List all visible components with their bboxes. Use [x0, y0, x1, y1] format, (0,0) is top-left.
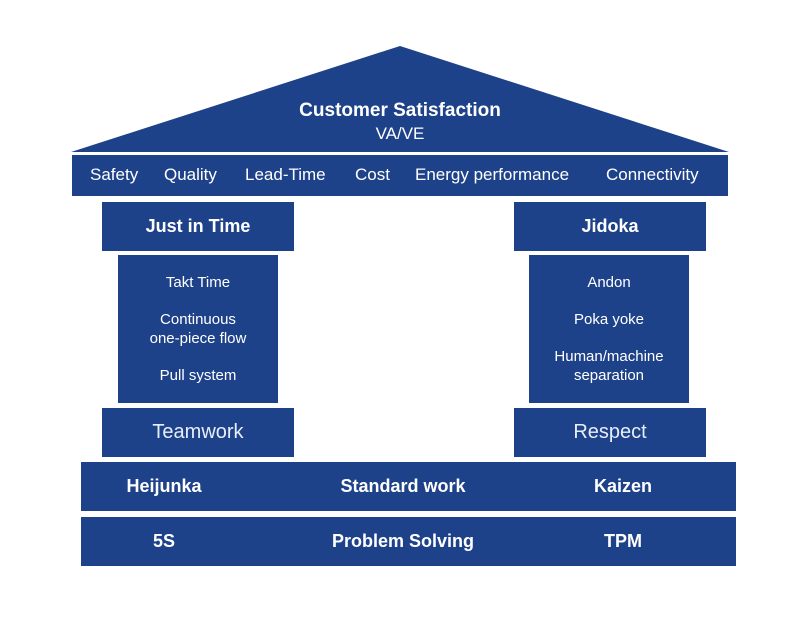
roof-triangle: [71, 46, 729, 152]
goal-connectivity: Connectivity: [606, 165, 699, 184]
pillar-item-continuous-flow: Continuous one-piece flow: [149, 311, 247, 347]
goal-quality: Quality: [164, 165, 217, 184]
pillar-item-andon: Andon: [587, 274, 631, 291]
goal-safety: Safety: [90, 165, 139, 184]
foundation-row-2: 5S Problem Solving TPM: [81, 517, 736, 566]
roof-title: Customer Satisfaction: [299, 100, 501, 121]
foundation-heijunka: Heijunka: [126, 476, 202, 496]
foundation-standard-work: Standard work: [340, 476, 466, 496]
pillar-item-poka-yoke: Poka yoke: [573, 311, 645, 328]
pillar-base-respect: Respect: [514, 408, 706, 457]
pillar-base-teamwork: Teamwork: [102, 408, 294, 457]
pillar-item-takt-time: Takt Time: [165, 274, 231, 291]
foundation-5s: 5S: [152, 531, 176, 551]
foundation-kaizen: Kaizen: [593, 476, 653, 496]
pillar-item-pull-system: Pull system: [159, 367, 237, 384]
pillar-item-human-machine-separation: Human/machine separation: [554, 348, 664, 384]
pillar-body-just-in-time: Takt Time Continuous one-piece flow Pull…: [118, 255, 278, 403]
foundation-tpm: TPM: [604, 531, 642, 551]
roof-subtitle: VA/VE: [375, 124, 425, 143]
goal-lead-time: Lead-Time: [245, 165, 326, 184]
pillar-head-jidoka: Jidoka: [514, 202, 706, 251]
foundation-row-1: Heijunka Standard work Kaizen: [81, 462, 736, 511]
goal-cost: Cost: [355, 165, 390, 184]
goal-energy-performance: Energy performance: [415, 165, 570, 184]
foundation-problem-solving: Problem Solving: [331, 531, 475, 551]
pillar-body-jidoka: Andon Poka yoke Human/machine separation: [529, 255, 689, 403]
goals-band: Safety Quality Lead-Time Cost Energy per…: [72, 155, 728, 196]
pillar-head-just-in-time: Just in Time: [102, 202, 294, 251]
roof: [71, 46, 729, 152]
